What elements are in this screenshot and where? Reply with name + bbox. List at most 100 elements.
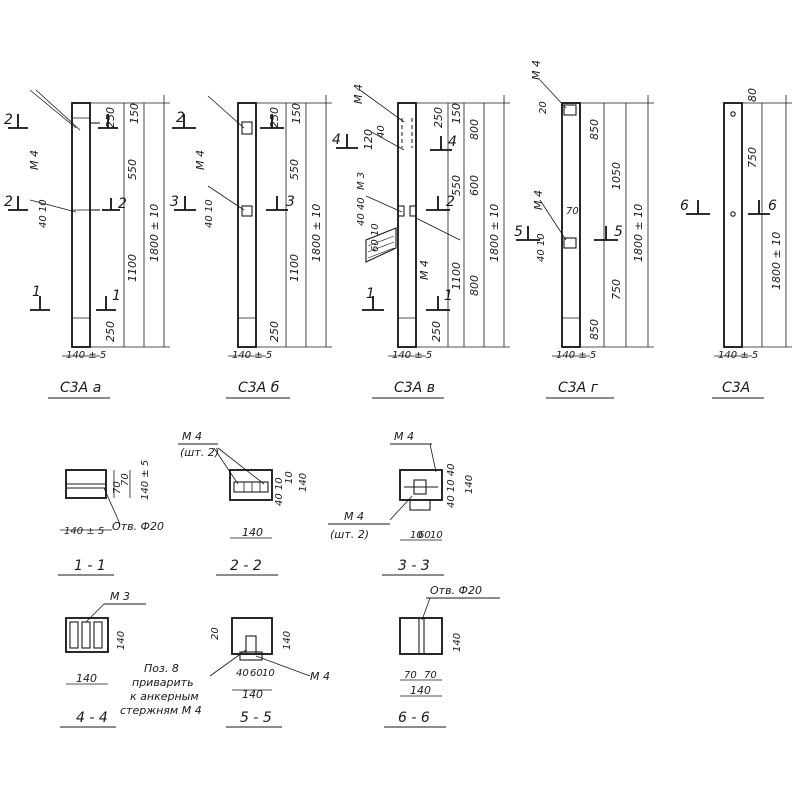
dim-800-top: 800	[468, 119, 481, 140]
mark-label-top: М 4	[352, 84, 365, 104]
section-label: 2	[4, 194, 13, 210]
section-label: 4	[332, 132, 341, 148]
dim-width: 140 ± 5	[718, 350, 758, 361]
column-body	[71, 102, 91, 348]
section-label: 3	[286, 194, 295, 210]
drawing-title: 2 - 2	[230, 558, 262, 574]
column-body	[237, 102, 257, 348]
hole-callout: Отв. Ф20	[430, 584, 482, 597]
mark-quantity: (шт. 2)	[330, 528, 369, 541]
section-label: 1	[112, 288, 121, 304]
section-label: 3	[170, 194, 179, 210]
dim-1100: 1100	[288, 254, 301, 282]
dim-250-bottom: 250	[268, 321, 281, 342]
mark-label-top: М 4	[394, 430, 414, 443]
dim-width: 140 ± 5	[392, 350, 432, 361]
drawing-title: С3А в	[394, 380, 435, 396]
dim-width: 140	[242, 526, 263, 539]
hole	[730, 111, 736, 117]
dim-20: 20	[210, 627, 221, 640]
note-line-3: к анкерным	[130, 690, 199, 703]
drawing-title: С3А	[722, 380, 750, 396]
section-3-3: М 4 М 4 (шт. 2) 40 10 40 140 10 60 10 3 …	[328, 430, 475, 576]
dim-40: 40	[236, 668, 249, 679]
dim-150: 150	[128, 103, 141, 124]
dim-10: 10	[284, 471, 295, 484]
dim-250-bottom: 250	[104, 321, 117, 342]
elevation-s3a-a: 2 2 2 1 1 М 4 40 10 250 150 550 1100 250…	[4, 89, 170, 399]
dim-250: 250	[104, 107, 117, 128]
dim-1100: 1100	[126, 254, 139, 282]
plate	[365, 227, 397, 263]
embedded-part	[397, 205, 405, 217]
dim-550: 550	[288, 159, 301, 180]
section-body	[65, 617, 109, 653]
mark-label: М 3	[110, 590, 130, 603]
section-mark-top: 4 4	[332, 132, 457, 151]
section-body	[399, 469, 443, 501]
elevation-s3a-plain: 6 6 80 750 1800 ± 10 140 ± 5 С3А	[680, 88, 792, 399]
embedded-part	[241, 121, 253, 135]
section-label: 5	[514, 224, 523, 240]
dim-width: 140 ± 5	[66, 350, 106, 361]
dim-40-10: 40 10	[38, 199, 49, 228]
section-label: 2	[4, 112, 13, 128]
dim-140: 140	[116, 631, 127, 650]
section-mark-top: 2	[172, 110, 284, 129]
bar	[81, 621, 91, 649]
bar	[69, 621, 79, 649]
section-6-6: Отв. Ф20 140 70 70 140 6 - 6	[384, 584, 500, 728]
mark-label-low: М 4	[418, 260, 431, 280]
section-label: 1	[444, 288, 453, 304]
dim-40: 40	[376, 125, 387, 138]
section-body	[229, 469, 273, 501]
note-line-2: приварить	[132, 676, 194, 689]
section-mark-mid: 3 3	[170, 194, 295, 211]
mark-label: М 4	[194, 150, 207, 170]
section-label: 1	[32, 284, 41, 300]
dim-width: 140	[410, 684, 431, 697]
section-1-1: 70 70 140 ± 5 140 ± 5 Отв. Ф20 1 - 1	[58, 460, 164, 576]
embedded-plate	[233, 481, 269, 493]
dim-550: 550	[126, 159, 139, 180]
column-body	[561, 102, 581, 348]
mark-label-side: М 4	[344, 510, 364, 523]
section-2-2: М 4 (шт. 2) 40 10 10 140 140 2 - 2	[178, 430, 309, 576]
dim-60-10: 60 10	[370, 223, 381, 252]
drawing-title: 1 - 1	[74, 558, 106, 574]
hole-callout: Отв. Ф20	[112, 520, 164, 533]
dim-width: 140 ± 5	[64, 526, 104, 537]
dim-10: 10	[262, 668, 275, 679]
dim-850-bottom: 850	[588, 319, 601, 340]
section-5-5: М 4 20 140 40 60 10 140 Поз. 8 приварить…	[120, 617, 330, 728]
section-label: 6	[680, 198, 689, 214]
dim-140: 140	[282, 631, 293, 650]
dim-120: 120	[362, 129, 375, 150]
dim-140: 140	[452, 633, 463, 652]
embedded-part	[241, 205, 253, 217]
dim-140: 140	[298, 473, 309, 492]
dim-70-b: 70	[424, 670, 437, 681]
plate	[409, 499, 431, 511]
section-label: 6	[768, 198, 777, 214]
dim-750: 750	[746, 147, 759, 168]
dim-250: 250	[432, 107, 445, 128]
dim-750: 750	[610, 279, 623, 300]
embedded-part	[409, 205, 417, 217]
dim-70-a: 70	[112, 481, 123, 494]
section-label: 2	[118, 196, 127, 212]
dim-550: 550	[450, 175, 463, 196]
hole	[730, 211, 736, 217]
drawing-title: С3А а	[60, 380, 101, 396]
section-body	[399, 617, 443, 655]
section-mark-top: 2	[4, 112, 118, 129]
column-body	[397, 102, 417, 348]
drawing-title: 4 - 4	[76, 710, 108, 726]
section-label: 2	[176, 110, 185, 126]
dim-20: 20	[538, 101, 549, 114]
dim-140: 140 ± 5	[140, 460, 151, 500]
dim-vertical: 40 10 40	[446, 463, 457, 508]
dim-1050: 1050	[610, 162, 623, 190]
mark-label-mid: М 4	[532, 190, 545, 210]
